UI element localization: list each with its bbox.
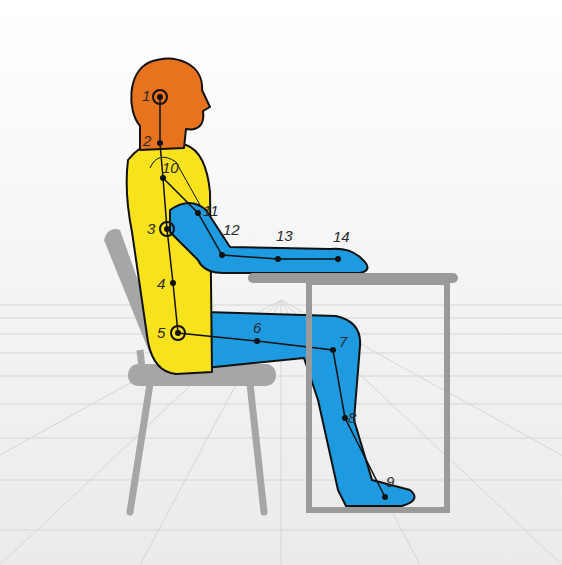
callout-number: 2 bbox=[143, 133, 151, 149]
table bbox=[248, 273, 458, 510]
floor-grid bbox=[0, 300, 562, 565]
joint-dots bbox=[157, 94, 388, 500]
skeleton-lines bbox=[160, 97, 385, 497]
callout-number: 4 bbox=[157, 276, 165, 292]
callout-number: 3 bbox=[147, 221, 155, 237]
callout-number: 5 bbox=[157, 325, 165, 341]
callout-number: 6 bbox=[253, 320, 261, 336]
callout-number: 12 bbox=[223, 222, 240, 238]
callout-number: 13 bbox=[276, 228, 293, 244]
callout-number: 1 bbox=[142, 88, 150, 104]
callout-number: 7 bbox=[339, 334, 347, 350]
joint-rings bbox=[153, 90, 185, 340]
callout-number: 14 bbox=[333, 229, 350, 245]
callout-number: 10 bbox=[162, 160, 179, 176]
callout-number: 9 bbox=[386, 474, 394, 490]
callout-number: 11 bbox=[203, 203, 219, 219]
callout-number: 8 bbox=[348, 410, 356, 426]
